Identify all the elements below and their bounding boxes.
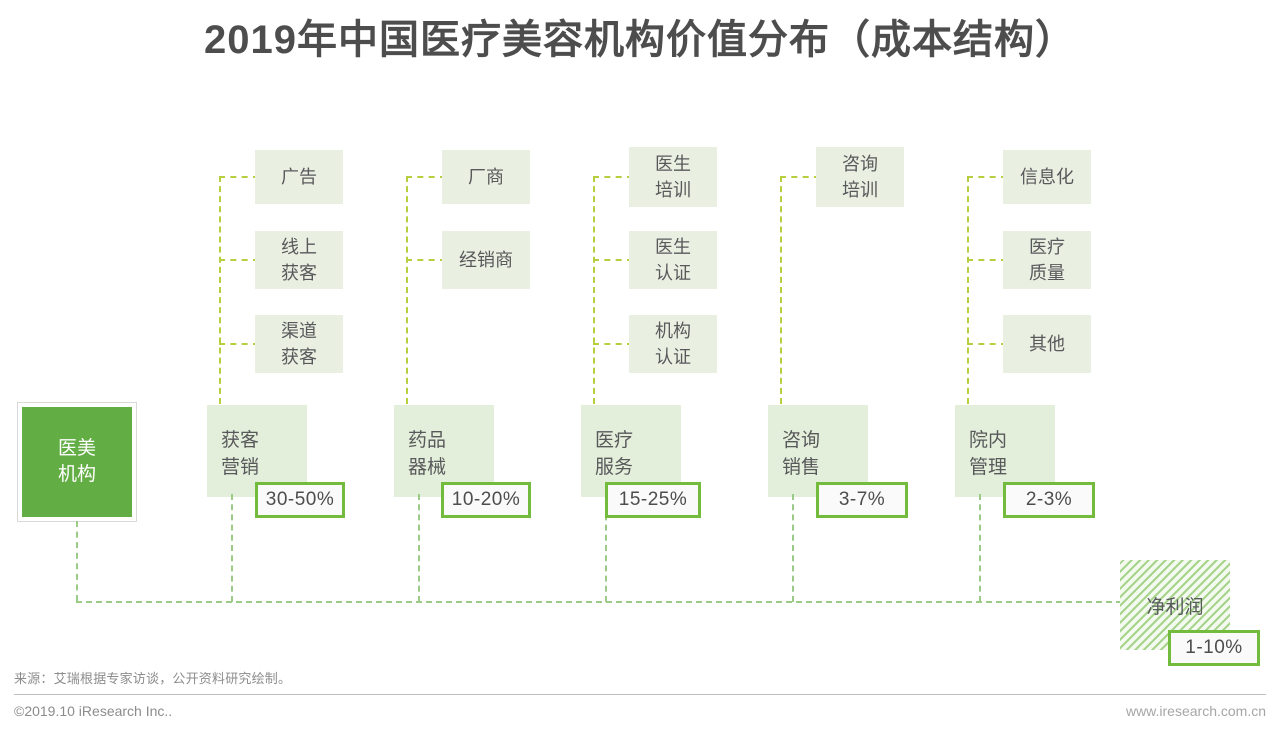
- category-box-1[interactable]: 获客 营销: [207, 405, 307, 497]
- sub-item-3-2[interactable]: 医生 认证: [629, 231, 717, 289]
- sub-item-2-1[interactable]: 厂商: [442, 150, 530, 204]
- sub-tree-branch-5-1: [967, 176, 1007, 178]
- website-url: www.iresearch.com.cn: [1125, 703, 1266, 719]
- sub-tree-spine-2: [406, 176, 408, 404]
- sub-item-1-3[interactable]: 渠道 获客: [255, 315, 343, 373]
- sub-tree-branch-5-3: [967, 343, 1007, 345]
- page-title: 2019年中国医疗美容机构价值分布（成本结构）: [204, 18, 1076, 62]
- sub-item-5-1[interactable]: 信息化: [1003, 150, 1091, 204]
- sub-tree-branch-5-2: [967, 259, 1007, 261]
- column-bottom-connector-5: [979, 494, 981, 602]
- column-bottom-connector-1: [231, 494, 233, 602]
- percent-tag-4: 3-7%: [816, 482, 908, 518]
- sub-tree-spine-4: [780, 176, 782, 404]
- root-down-connector: [76, 521, 78, 601]
- category-box-5[interactable]: 院内 管理: [955, 405, 1055, 497]
- sub-tree-spine-3: [593, 176, 595, 404]
- sub-tree-branch-1-2: [219, 259, 259, 261]
- root-node-medical-aesthetics-institution[interactable]: 医美 机构: [18, 403, 136, 521]
- column-bottom-connector-3: [605, 494, 607, 602]
- sub-tree-spine-5: [967, 176, 969, 404]
- percent-tag-2: 10-20%: [441, 482, 531, 518]
- sub-item-5-3[interactable]: 其他: [1003, 315, 1091, 373]
- percent-tag-3: 15-25%: [605, 482, 701, 518]
- sub-tree-branch-2-1: [406, 176, 446, 178]
- percent-tag-1: 30-50%: [255, 482, 345, 518]
- sub-tree-branch-2-2: [406, 259, 446, 261]
- sub-item-2-2[interactable]: 经销商: [442, 231, 530, 289]
- column-bottom-connector-4: [792, 494, 794, 602]
- sub-item-3-1[interactable]: 医生 培训: [629, 147, 717, 207]
- category-box-2[interactable]: 药品 器械: [394, 405, 494, 497]
- sub-item-4-1[interactable]: 咨询 培训: [816, 147, 904, 207]
- source-note: 来源：艾瑞根据专家访谈，公开资料研究绘制。: [14, 671, 292, 686]
- sub-tree-branch-4-1: [780, 176, 820, 178]
- sub-item-5-2[interactable]: 医疗 质量: [1003, 231, 1091, 289]
- percent-tag-5: 2-3%: [1003, 482, 1095, 518]
- sub-tree-branch-3-3: [593, 343, 633, 345]
- sub-tree-branch-3-2: [593, 259, 633, 261]
- sub-item-1-2[interactable]: 线上 获客: [255, 231, 343, 289]
- category-box-3[interactable]: 医疗 服务: [581, 405, 681, 497]
- sub-item-1-1[interactable]: 广告: [255, 150, 343, 204]
- sub-tree-branch-1-1: [219, 176, 259, 178]
- sub-item-3-3[interactable]: 机构 认证: [629, 315, 717, 373]
- copyright-text: ©2019.10 iResearch Inc..: [14, 703, 173, 719]
- footer-divider: [14, 694, 1266, 695]
- net-profit-percent-tag: 1-10%: [1168, 630, 1260, 666]
- sub-tree-branch-1-3: [219, 343, 259, 345]
- category-box-4[interactable]: 咨询 销售: [768, 405, 868, 497]
- sub-tree-branch-3-1: [593, 176, 633, 178]
- column-bottom-connector-2: [418, 494, 420, 602]
- sub-tree-spine-1: [219, 176, 221, 404]
- bottom-trunk-connector: [76, 601, 1122, 603]
